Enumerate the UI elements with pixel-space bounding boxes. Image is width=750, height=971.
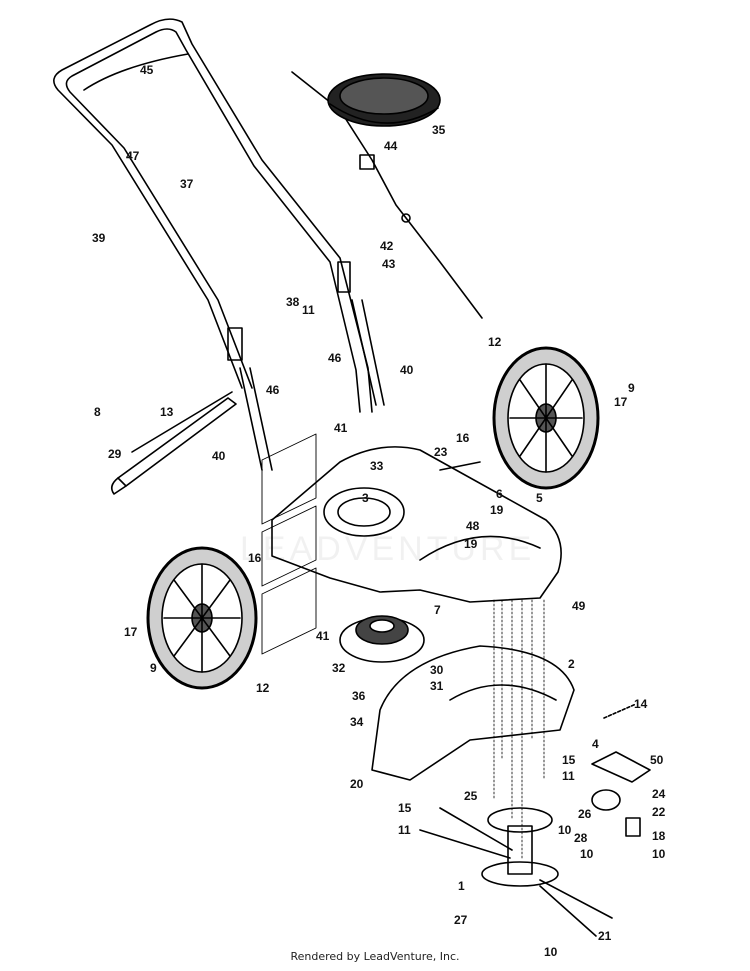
part-label-14: 14	[634, 697, 648, 711]
part-label-28: 28	[574, 831, 588, 845]
part-label-48: 48	[466, 519, 480, 533]
part-label-4: 4	[592, 737, 599, 751]
part-label-10: 10	[558, 823, 572, 837]
part-label-12b: 12	[256, 681, 270, 695]
trimmer-lines	[419, 807, 613, 937]
part-label-38: 38	[286, 295, 300, 309]
part-label-26: 26	[578, 807, 592, 821]
deflector-13	[110, 391, 237, 495]
part-label-16: 16	[456, 431, 470, 445]
part-label-12: 12	[488, 335, 502, 349]
spindle-1	[481, 807, 559, 887]
part-labels: 45 35 47 44 37 39 42 43 38 11 46 40 12 9…	[92, 63, 666, 959]
part-label-46: 46	[328, 351, 342, 365]
part-label-31: 31	[430, 679, 444, 693]
part-label-6: 6	[496, 487, 503, 501]
part-label-34: 34	[350, 715, 364, 729]
part-label-10d: 10	[544, 945, 558, 959]
part-label-39: 39	[92, 231, 106, 245]
part-label-18: 18	[652, 829, 666, 843]
part-label-43: 43	[382, 257, 396, 271]
part-label-35: 35	[432, 123, 446, 137]
part-label-30: 30	[430, 663, 444, 677]
part-label-2: 2	[568, 657, 575, 671]
part-label-3: 3	[362, 491, 369, 505]
part-label-44: 44	[384, 139, 398, 153]
part-label-27: 27	[454, 913, 468, 927]
part-label-29: 29	[108, 447, 122, 461]
part-label-22: 22	[652, 805, 666, 819]
part-label-17: 17	[614, 395, 628, 409]
part-label-40b: 40	[212, 449, 226, 463]
part-label-33: 33	[370, 459, 384, 473]
part-label-9: 9	[628, 381, 635, 395]
part-label-5: 5	[536, 491, 543, 505]
pulley-32	[339, 615, 425, 663]
handle-assembly	[53, 18, 385, 471]
part-label-16b: 16	[248, 551, 262, 565]
render-credit: Rendered by LeadVenture, Inc.	[290, 950, 460, 963]
part-label-19: 19	[490, 503, 504, 517]
part-label-8: 8	[94, 405, 101, 419]
part-label-41b: 41	[316, 629, 330, 643]
part-label-15: 15	[562, 753, 576, 767]
part-label-10b: 10	[580, 847, 594, 861]
part-label-37: 37	[180, 177, 194, 191]
part-label-19b: 19	[464, 537, 478, 551]
part-label-1: 1	[458, 879, 465, 893]
part-label-21: 21	[598, 929, 612, 943]
part-label-45: 45	[140, 63, 154, 77]
part-label-46b: 46	[266, 383, 280, 397]
part-label-36: 36	[352, 689, 366, 703]
part-label-47: 47	[126, 149, 140, 163]
wheel-left	[146, 546, 258, 690]
part-label-10c: 10	[652, 847, 666, 861]
part-label-32: 32	[332, 661, 346, 675]
part-label-50: 50	[650, 753, 664, 767]
side-plates	[261, 433, 317, 655]
part-label-11: 11	[302, 303, 315, 317]
part-label-24: 24	[652, 787, 666, 801]
part-label-13: 13	[160, 405, 174, 419]
part-label-49: 49	[572, 599, 586, 613]
wheel-right	[492, 346, 600, 490]
part-label-17b: 17	[124, 625, 138, 639]
cover-35	[327, 73, 441, 127]
part-label-7: 7	[434, 603, 441, 617]
part-label-11b: 11	[562, 769, 575, 783]
part-label-41: 41	[334, 421, 348, 435]
deck-49	[271, 446, 562, 603]
part-label-25: 25	[464, 789, 478, 803]
part-label-20: 20	[350, 777, 364, 791]
part-label-9b: 9	[150, 661, 157, 675]
part-label-15b: 15	[398, 801, 412, 815]
part-label-40: 40	[400, 363, 414, 377]
part-label-11c: 11	[398, 823, 411, 837]
idler-bracket	[591, 703, 651, 837]
guard-20	[371, 645, 575, 781]
leader-dashes	[493, 599, 545, 861]
part-label-42: 42	[380, 239, 394, 253]
part-label-23: 23	[434, 445, 448, 459]
